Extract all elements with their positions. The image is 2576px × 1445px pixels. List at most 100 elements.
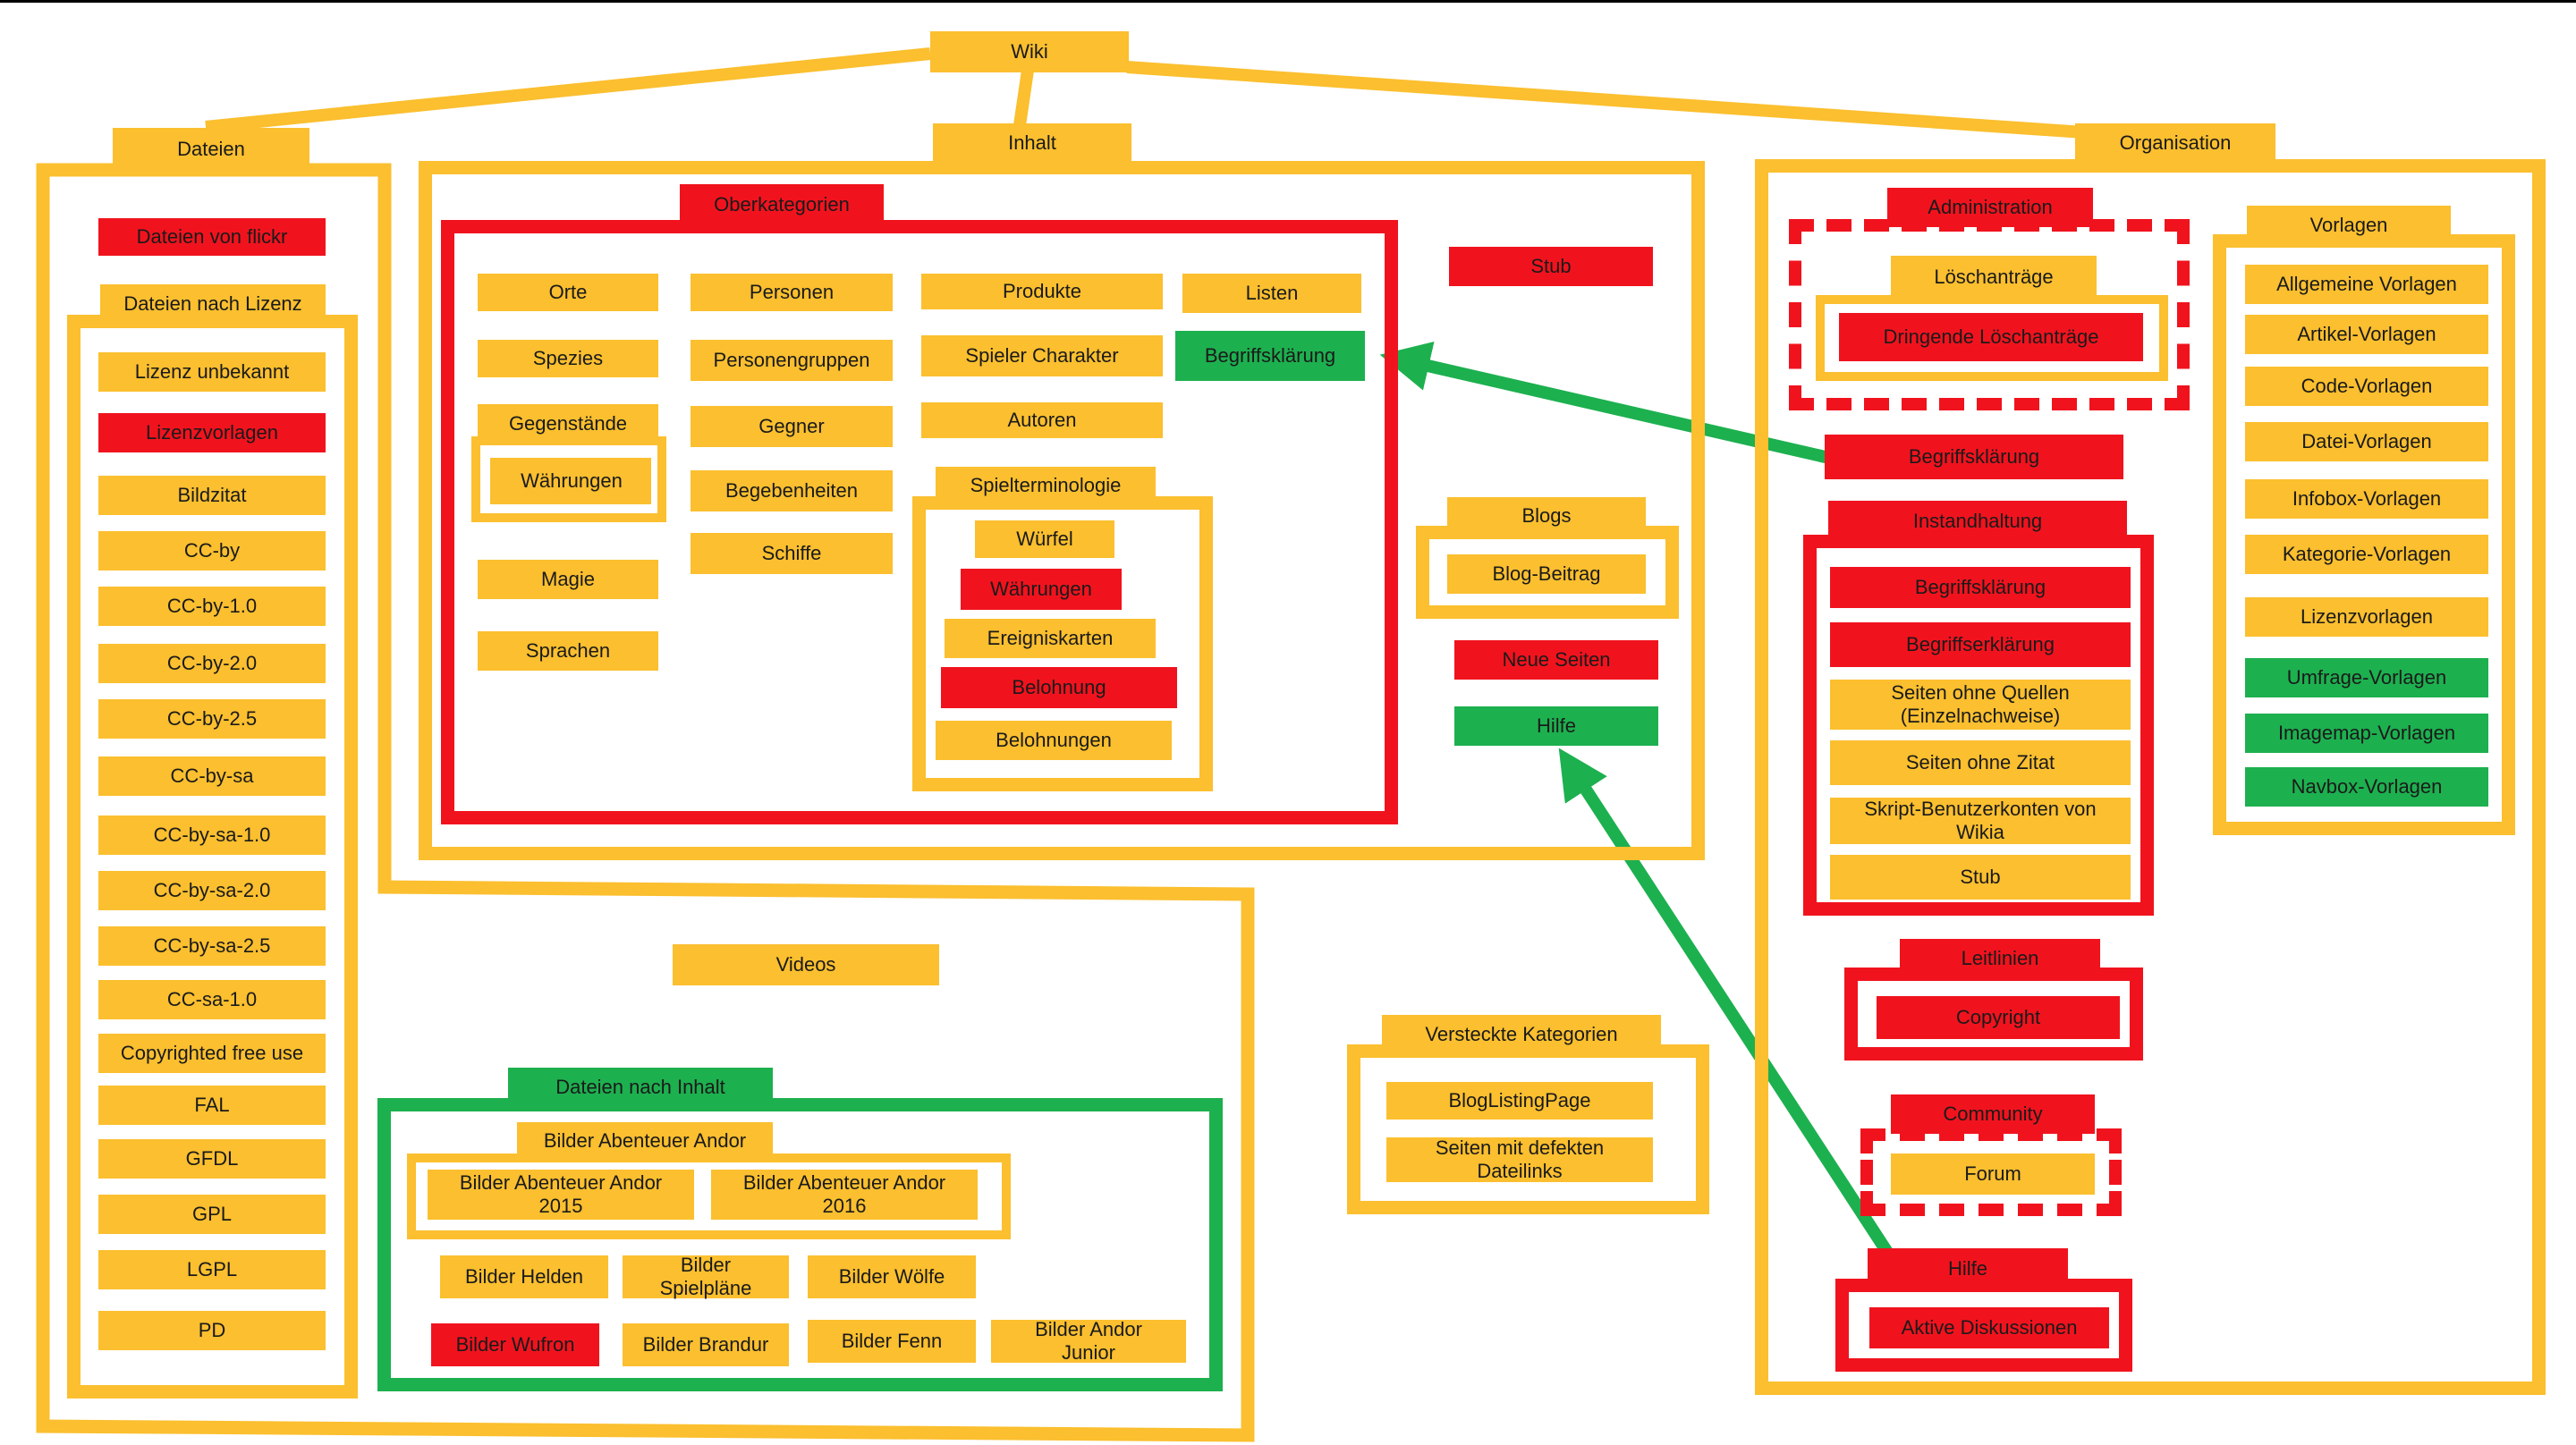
inhalt-frame — [419, 161, 1705, 860]
vorlagen-item: Umfrage-Vorlagen — [2245, 658, 2488, 697]
bilder-spielplaene-node: Bilder Spielpläne — [623, 1254, 789, 1299]
connector-wiki-inhalt — [1013, 63, 1035, 127]
vorlagen-item: Datei-Vorlagen — [2245, 422, 2488, 461]
personen-node: Personen — [691, 274, 893, 311]
vorlagen-item: Lizenzvorlagen — [2245, 597, 2488, 637]
seiten-ohne-zitat-node: Seiten ohne Zitat — [1830, 740, 2131, 785]
bilder-fenn-node: Bilder Fenn — [808, 1320, 976, 1363]
vorlagen-node: Vorlagen — [2247, 206, 2451, 245]
produkte-node: Produkte — [921, 274, 1163, 309]
lizenz-item: CC-by-sa-1.0 — [98, 815, 326, 855]
personengruppen-node: Personengruppen — [691, 340, 893, 381]
vorlagen-item: Imagemap-Vorlagen — [2245, 714, 2488, 753]
lizenz-item: Copyrighted free use — [98, 1034, 326, 1073]
dateien-nach-lizenz-frame — [67, 315, 358, 1399]
waehrungen-node: Währungen — [497, 462, 646, 500]
vorlagen-item: Artikel-Vorlagen — [2245, 315, 2488, 354]
vorlagen-item: Allgemeine Vorlagen — [2245, 265, 2488, 304]
bilder-andor-junior-node: Bilder Andor Junior — [991, 1318, 1186, 1364]
blogs-node: Blogs — [1447, 497, 1646, 535]
gegenstaende-node: Gegenstände — [478, 404, 658, 444]
hilfe-org-node: Hilfe — [1868, 1248, 2068, 1289]
instandhaltung-begriffsklaerung-node: Begriffsklärung — [1830, 567, 2131, 608]
bilder-abenteuer-2016-node: Bilder Abenteuer Andor 2016 — [711, 1170, 978, 1220]
begebenheiten-node: Begebenheiten — [691, 470, 893, 511]
vorlagen-item: Kategorie-Vorlagen — [2245, 535, 2488, 574]
bilder-wufron-node: Bilder Wufron — [431, 1323, 599, 1366]
gegner-node: Gegner — [691, 406, 893, 447]
copyright-node: Copyright — [1877, 996, 2120, 1039]
hilfe-inhalt-node: Hilfe — [1454, 706, 1658, 746]
neue-seiten-node: Neue Seiten — [1454, 640, 1658, 680]
lizenz-item: CC-by-sa-2.0 — [98, 871, 326, 910]
organisation-node: Organisation — [2075, 123, 2275, 163]
oberkategorien-node: Oberkategorien — [680, 184, 884, 225]
belohnungen-node: Belohnungen — [936, 721, 1172, 760]
dringende-loeschantraege-node: Dringende Löschanträge — [1839, 313, 2143, 361]
connector-wiki-dateien — [205, 47, 931, 133]
versteckte-node: Versteckte Kategorien — [1382, 1015, 1661, 1054]
vorlagen-item: Code-Vorlagen — [2245, 367, 2488, 406]
oberkategorien-frame — [441, 220, 1398, 824]
spielterminologie-node: Spielterminologie — [936, 467, 1156, 504]
bilder-woelfe-node: Bilder Wölfe — [808, 1255, 976, 1298]
magie-node: Magie — [478, 560, 658, 599]
inhalt-node: Inhalt — [933, 123, 1131, 163]
spezies-node: Spezies — [478, 340, 658, 377]
dateien-flickr-node: Dateien von flickr — [98, 218, 326, 256]
seiten-ohne-quellen-node: Seiten ohne Quellen (Einzelnachweise) — [1830, 680, 2131, 730]
seiten-defekte-dateilinks-node: Seiten mit defekten Dateilinks — [1386, 1137, 1653, 1182]
vorlagen-item: Navbox-Vorlagen — [2245, 767, 2488, 807]
dateien-node: Dateien — [113, 128, 309, 171]
skript-benutzerkonten-node: Skript-Benutzerkonten von Wikia — [1830, 798, 2131, 844]
forum-node: Forum — [1891, 1153, 2095, 1195]
bilder-helden-node: Bilder Helden — [440, 1255, 608, 1298]
listen-node: Listen — [1182, 274, 1361, 313]
administration-node: Administration — [1887, 188, 2093, 227]
stub-org-node: Stub — [1830, 855, 2131, 900]
begriffsklaerung-inhalt-node: Begriffsklärung — [1175, 331, 1365, 381]
loeschantraege-node: Löschanträge — [1891, 256, 2097, 299]
aktive-diskussionen-node: Aktive Diskussionen — [1869, 1307, 2109, 1348]
autoren-node: Autoren — [921, 402, 1163, 438]
vorlagen-item: Infobox-Vorlagen — [2245, 479, 2488, 519]
bilder-abenteuer-2015-node: Bilder Abenteuer Andor 2015 — [428, 1170, 694, 1220]
videos-node: Videos — [673, 944, 939, 985]
bloglistingpage-node: BlogListingPage — [1386, 1082, 1653, 1120]
organisation-frame — [1755, 159, 2546, 1395]
bilder-brandur-node: Bilder Brandur — [623, 1323, 789, 1366]
lizenz-item: CC-by-1.0 — [98, 587, 326, 626]
instandhaltung-node: Instandhaltung — [1828, 501, 2127, 542]
blog-beitrag-node: Blog-Beitrag — [1447, 554, 1646, 594]
versteckte-frame — [1347, 1044, 1709, 1214]
lizenz-item: PD — [98, 1311, 326, 1350]
wiki-node: Wiki — [930, 31, 1129, 72]
connector-wiki-organisation — [1126, 61, 2085, 139]
leitlinien-node: Leitlinien — [1900, 939, 2100, 978]
dateien-frame — [36, 163, 1255, 1442]
stub-inhalt-node: Stub — [1449, 247, 1653, 286]
top-border-line — [0, 0, 2576, 3]
begriffserklaerung-node: Begriffserklärung — [1830, 622, 2131, 667]
bilder-abenteuer-node: Bilder Abenteuer Andor — [517, 1122, 773, 1160]
lizenz-item: FAL — [98, 1086, 326, 1125]
community-node: Community — [1891, 1094, 2095, 1134]
wuerfel-node: Würfel — [975, 520, 1114, 558]
waehrungen-spiel-node: Währungen — [961, 569, 1122, 610]
loeschantraege-frame — [1816, 295, 2168, 381]
lizenz-item: GPL — [98, 1195, 326, 1234]
sprachen-node: Sprachen — [478, 631, 658, 671]
ereigniskarten-node: Ereigniskarten — [945, 619, 1156, 658]
dateien-nach-lizenz-node: Dateien nach Lizenz — [100, 284, 326, 324]
begriffsklaerung-org-node: Begriffsklärung — [1825, 435, 2123, 479]
dateien-nach-inhalt-node: Dateien nach Inhalt — [508, 1068, 773, 1107]
schiffe-node: Schiffe — [691, 533, 893, 574]
spieler-charakter-node: Spieler Charakter — [921, 335, 1163, 376]
lizenz-item: GFDL — [98, 1139, 326, 1179]
lizenz-item: Lizenzvorlagen — [98, 413, 326, 452]
lizenz-item: CC-by-sa-2.5 — [98, 926, 326, 966]
lizenz-item: CC-by-2.5 — [98, 699, 326, 739]
orte-node: Orte — [478, 274, 658, 311]
lizenz-item: CC-by-sa — [98, 756, 326, 796]
lizenz-item: Bildzitat — [98, 476, 326, 515]
